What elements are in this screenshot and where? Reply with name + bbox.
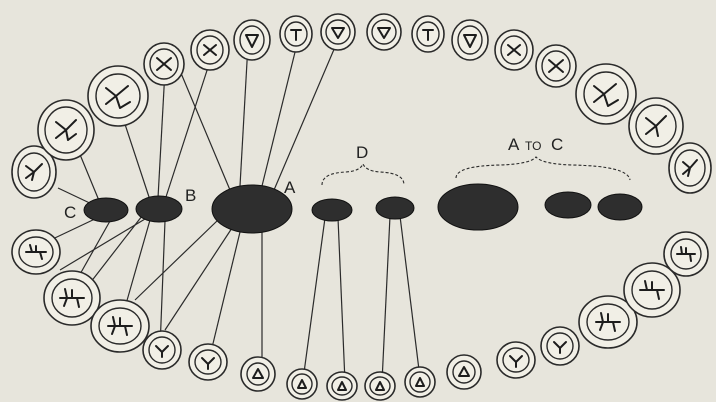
canine-tooth	[447, 355, 481, 389]
canine-tooth	[234, 20, 270, 60]
incisor-tooth	[412, 16, 444, 52]
label-a: A	[284, 178, 296, 197]
label-d: D	[356, 143, 368, 162]
molar-tooth	[576, 64, 636, 124]
molar-tooth	[12, 230, 60, 274]
premolar-tooth	[541, 327, 579, 365]
premolar-tooth	[497, 342, 535, 378]
connector-line	[262, 40, 298, 186]
premolar-tooth	[144, 43, 184, 85]
connector-line	[135, 220, 218, 300]
blob-a-to-c-large	[438, 184, 518, 230]
premolar-tooth	[536, 45, 576, 87]
molar-tooth	[88, 66, 148, 126]
connector-line	[160, 221, 165, 348]
connector-line	[274, 40, 338, 190]
label-c: C	[64, 203, 76, 222]
label-a-to-c-to: TO	[525, 139, 541, 153]
blob-a	[212, 185, 292, 233]
incisor-tooth	[280, 16, 312, 52]
molar-tooth	[91, 300, 149, 352]
canine-tooth	[241, 357, 275, 391]
blob-b	[136, 196, 182, 222]
incisor-tooth	[367, 14, 401, 50]
molar-tooth	[44, 271, 100, 325]
label-a-to-c-a: A	[508, 135, 520, 154]
connector-line	[60, 219, 145, 270]
blob-c	[84, 198, 128, 222]
blob-a-to-c-right	[598, 194, 642, 220]
connector-line	[338, 218, 345, 382]
premolar-tooth	[189, 344, 227, 380]
label-a-to-c-c: C	[551, 135, 563, 154]
canine-tooth	[452, 20, 488, 60]
blob-d-left	[312, 199, 352, 221]
blob-a-to-c-middle	[545, 192, 591, 218]
molar-tooth	[629, 98, 683, 154]
blob-d-right	[376, 197, 414, 219]
brace-a-to-c	[456, 157, 630, 180]
incisor-tooth	[287, 369, 317, 399]
connector-line	[158, 70, 165, 198]
incisor-tooth	[321, 14, 355, 50]
molar-tooth	[669, 143, 711, 193]
connector-line	[240, 44, 248, 186]
brace-d	[322, 164, 404, 185]
incisor-tooth	[405, 367, 435, 397]
premolar-tooth	[191, 30, 229, 70]
label-b: B	[185, 186, 196, 205]
connector-line	[400, 216, 420, 378]
molar-tooth	[38, 100, 94, 160]
connector-line	[165, 228, 232, 330]
incisor-tooth	[365, 372, 395, 400]
upper-arch	[12, 14, 711, 198]
premolar-tooth	[495, 30, 533, 70]
molar-tooth	[664, 232, 708, 276]
connector-line	[382, 216, 390, 382]
premolar-tooth	[143, 331, 181, 369]
connector-line	[210, 232, 240, 356]
connector-line	[303, 218, 325, 380]
connector-line	[178, 66, 230, 190]
lower-arch	[12, 230, 708, 400]
incisor-tooth	[327, 372, 357, 400]
